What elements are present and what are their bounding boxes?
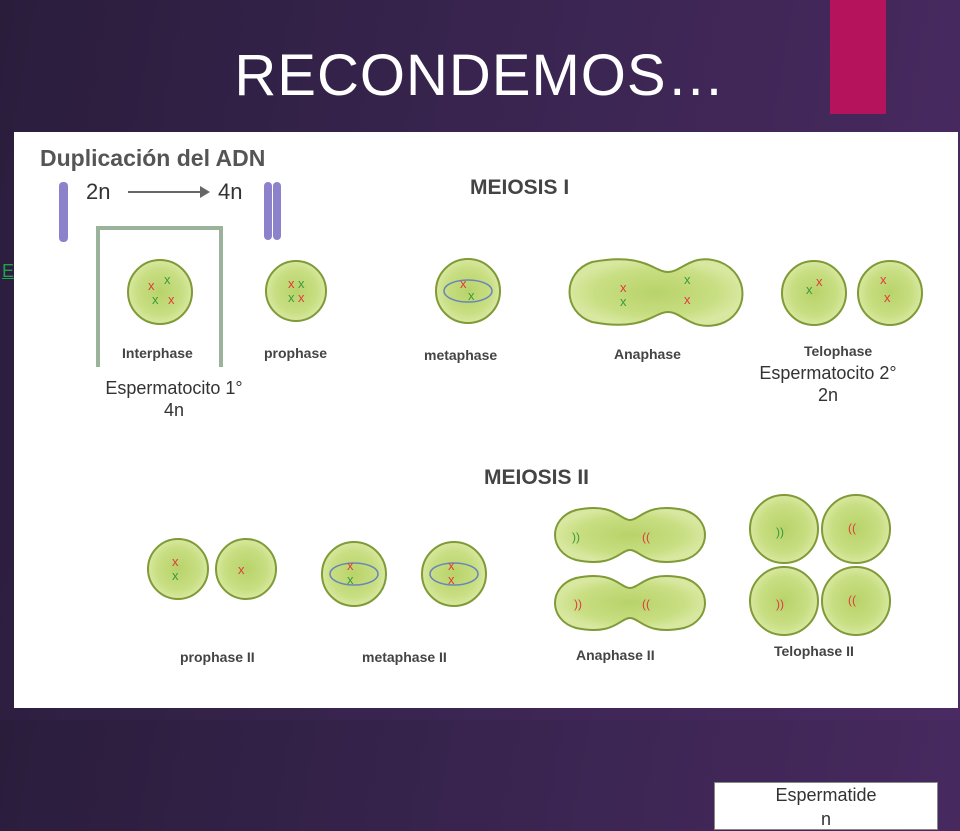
cell-prophase2-a: xx xyxy=(147,538,209,600)
stage-label-metaphase: metaphase xyxy=(424,347,497,363)
duplication-arrow-head xyxy=(200,186,210,198)
svg-text:x: x xyxy=(288,290,295,305)
accent-bar xyxy=(830,0,886,114)
svg-text:((: (( xyxy=(848,521,856,535)
svg-text:((: (( xyxy=(642,597,650,611)
svg-text:x: x xyxy=(152,292,159,307)
label-spermatocyte-1: Espermatocito 1° 4n xyxy=(76,377,272,421)
svg-text:x: x xyxy=(684,292,691,307)
cell-telophase2-br: (( xyxy=(821,566,891,636)
svg-text:)): )) xyxy=(572,530,580,544)
svg-text:)): )) xyxy=(574,597,582,611)
cell-telophase2-tl: )) xyxy=(749,494,819,564)
stage-label-prophase: prophase xyxy=(264,345,327,361)
edge-link-fragment[interactable]: E xyxy=(2,261,15,281)
cell-telophase2-bl: )) xyxy=(749,566,819,636)
label-spermatocyte-1-ploidy: 4n xyxy=(163,400,185,420)
svg-text:x: x xyxy=(684,272,691,287)
svg-text:x: x xyxy=(884,290,891,305)
chromosome-duplicated-b xyxy=(273,182,281,240)
stage-label-anaphase2: Anaphase II xyxy=(576,647,655,663)
chromosome-single xyxy=(59,182,68,242)
chromosome-duplicated-a xyxy=(264,182,272,240)
svg-text:x: x xyxy=(298,276,305,291)
cell-metaphase: xx xyxy=(435,258,501,324)
label-spermatid-name: Espermatide xyxy=(775,785,877,805)
svg-text:x: x xyxy=(448,572,455,587)
label-spermatid-ploidy: n xyxy=(820,809,831,829)
svg-text:x: x xyxy=(468,288,475,303)
svg-text:x: x xyxy=(620,280,627,295)
svg-text:x: x xyxy=(880,272,887,287)
stage-label-interphase: Interphase xyxy=(122,345,193,361)
svg-text:x: x xyxy=(448,558,455,573)
label-spermatocyte-2-ploidy: 2n xyxy=(817,385,839,405)
cell-anaphase: xx xx xyxy=(568,258,744,327)
svg-text:x: x xyxy=(164,272,171,287)
svg-text:x: x xyxy=(172,554,179,569)
cell-anaphase2-top: )) (( xyxy=(554,507,706,563)
stage-label-anaphase: Anaphase xyxy=(614,346,681,362)
cell-telophase2-tr: (( xyxy=(821,494,891,564)
svg-text:x: x xyxy=(298,290,305,305)
label-spermatid: Espermatide n xyxy=(714,782,938,830)
svg-text:x: x xyxy=(288,276,295,291)
ploidy-2n: 2n xyxy=(86,179,110,204)
duplication-heading: Duplicación del ADN xyxy=(40,145,265,171)
cell-metaphase2-a: xx xyxy=(321,541,387,607)
svg-text:x: x xyxy=(347,558,354,573)
label-spermatocyte-1-name: Espermatocito 1° xyxy=(105,378,243,398)
label-spermatocyte-2-name: Espermatocito 2° xyxy=(759,363,897,383)
meiosis1-heading: MEIOSIS I xyxy=(470,176,569,199)
ploidy-4n: 4n xyxy=(218,179,242,204)
svg-text:)): )) xyxy=(776,597,784,611)
stage-label-telophase2: Telophase II xyxy=(774,643,854,659)
stage-label-prophase2: prophase II xyxy=(180,649,255,665)
svg-text:x: x xyxy=(238,562,245,577)
svg-text:x: x xyxy=(816,274,823,289)
svg-text:x: x xyxy=(148,278,155,293)
svg-text:x: x xyxy=(347,572,354,587)
label-spermatocyte-2: Espermatocito 2° 2n xyxy=(722,362,934,406)
svg-text:((: (( xyxy=(642,530,650,544)
cell-prophase2-b: x xyxy=(215,538,277,600)
svg-text:x: x xyxy=(168,292,175,307)
svg-text:x: x xyxy=(172,568,179,583)
stage-label-telophase: Telophase xyxy=(804,343,872,359)
stage-label-metaphase2: metaphase II xyxy=(362,649,447,665)
slide-title: RECONDEMOS… xyxy=(234,43,726,108)
cell-telophase-b: xx xyxy=(857,260,923,326)
svg-text:)): )) xyxy=(776,525,784,539)
cell-metaphase2-b: xx xyxy=(421,541,487,607)
cell-telophase-a: xx xyxy=(781,260,847,326)
interphase-frame xyxy=(96,226,223,367)
svg-text:x: x xyxy=(460,276,467,291)
svg-text:((: (( xyxy=(848,593,856,607)
cell-anaphase2-bottom: )) (( xyxy=(554,575,706,631)
svg-text:x: x xyxy=(806,282,813,297)
meiosis2-heading: MEIOSIS II xyxy=(484,466,589,489)
svg-text:x: x xyxy=(620,294,627,309)
